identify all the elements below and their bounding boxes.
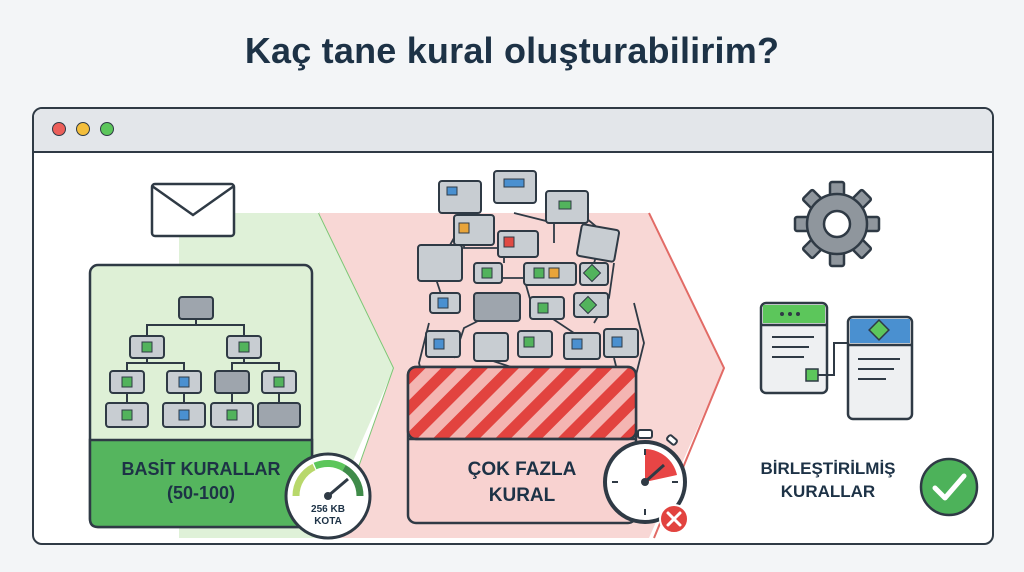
stopwatch-icon <box>603 429 687 524</box>
complex-rules-panel <box>406 365 638 525</box>
gauge-label: 256 KB KOTA <box>298 504 358 528</box>
merged-rules-label: BİRLEŞTİRİLMİŞ KURALLAR <box>748 457 908 503</box>
gauge-icon <box>284 452 372 540</box>
diagram-svg <box>88 170 979 540</box>
simple-rules-panel <box>88 263 314 529</box>
complex-rules-label-line2: KURAL <box>488 485 556 506</box>
merged-rules-cards <box>759 301 914 421</box>
minimize-window-button[interactable] <box>76 122 90 136</box>
check-circle-icon <box>919 457 979 517</box>
maximize-window-button[interactable] <box>100 122 114 136</box>
page-title: Kaç tane kural oluşturabilirim? <box>244 30 780 71</box>
envelope-icon <box>150 182 236 238</box>
complex-rules-label: ÇOK FAZLA KURAL <box>408 457 636 509</box>
merged-rules-label-line2: KURALLAR <box>780 482 876 501</box>
gauge-label-line1: 256 KB <box>311 504 345 515</box>
gear-icon <box>793 180 881 268</box>
complex-rules-label-line1: ÇOK FAZLA <box>467 459 577 480</box>
merged-rules-label-line1: BİRLEŞTİRİLMİŞ <box>760 459 896 478</box>
complex-rules-clutter <box>417 170 645 444</box>
diagram-content: BASİT KURALLAR (50-100) 256 KB KOTA ÇOK … <box>34 153 992 543</box>
x-circle-icon <box>659 504 689 534</box>
simple-rules-label-line1: BASİT KURALLAR <box>121 459 281 479</box>
simple-rules-label: BASİT KURALLAR (50-100) <box>90 457 312 505</box>
window-titlebar <box>34 109 992 153</box>
close-window-button[interactable] <box>52 122 66 136</box>
simple-rules-label-line2: (50-100) <box>166 483 236 503</box>
browser-window: BASİT KURALLAR (50-100) 256 KB KOTA ÇOK … <box>32 107 994 545</box>
gauge-label-line2: KOTA <box>314 516 342 527</box>
